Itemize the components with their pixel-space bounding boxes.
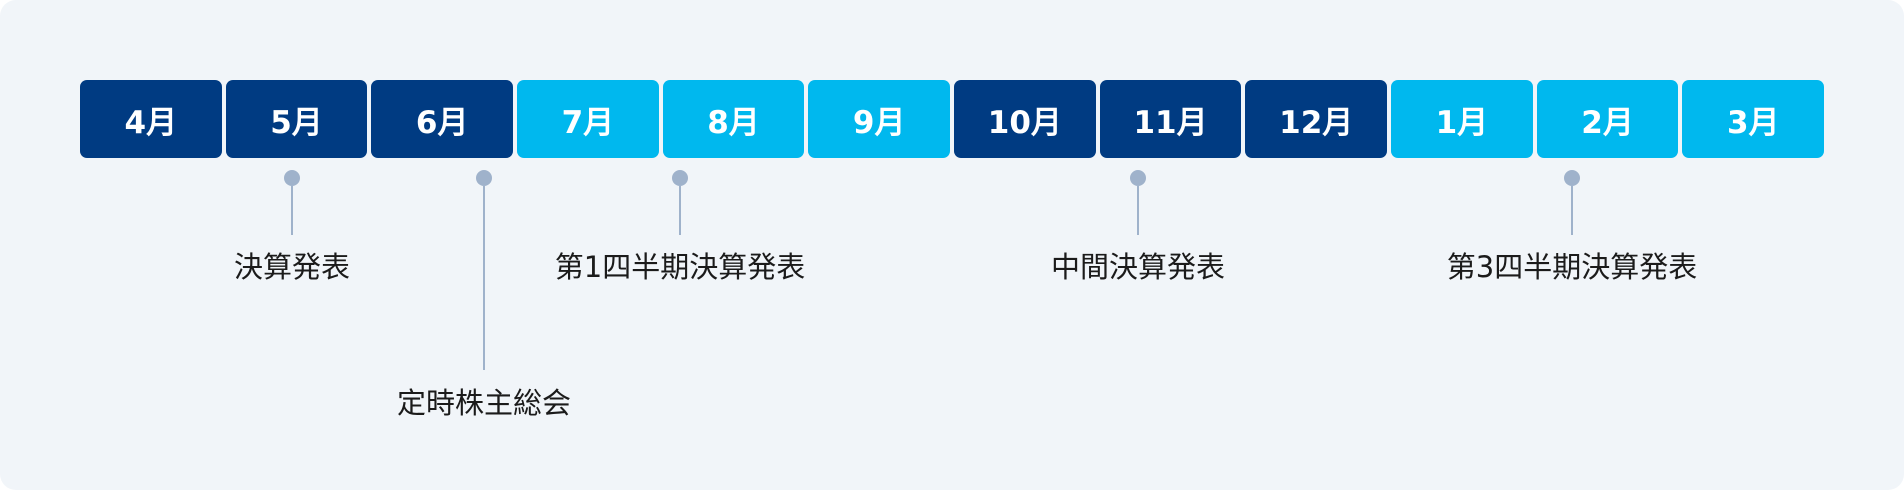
- month-cell-mar: 3月: [1682, 80, 1825, 158]
- month-cell-aug: 8月: [662, 80, 805, 158]
- event-label: 決算発表: [233, 250, 351, 284]
- event-marker-dot: [1564, 170, 1580, 186]
- month-cell-jun: 6月: [371, 80, 514, 158]
- event-connector-line: [1571, 186, 1573, 235]
- month-bar: 4月 5月 6月 7月 8月 9月 10月 11月 12月 1月 2月 3月: [80, 80, 1825, 158]
- month-cell-apr: 4月: [80, 80, 222, 158]
- event-connector-line: [483, 186, 485, 370]
- event-connector-line: [679, 186, 681, 235]
- month-cell-dec: 12月: [1245, 80, 1388, 158]
- event-connector-line: [291, 186, 293, 235]
- month-cell-jan: 1月: [1391, 80, 1533, 158]
- month-cell-nov: 11月: [1099, 80, 1242, 158]
- month-cell-feb: 2月: [1536, 80, 1679, 158]
- event-marker-dot: [672, 170, 688, 186]
- event-marker-dot: [476, 170, 492, 186]
- event-label: 中間決算発表: [1050, 250, 1226, 284]
- event-label: 第3四半期決算発表: [1446, 250, 1698, 284]
- month-cell-jul: 7月: [517, 80, 659, 158]
- event-connector-line: [1137, 186, 1139, 235]
- event-label: 定時株主総会: [396, 386, 572, 420]
- month-cell-may: 5月: [225, 80, 368, 158]
- event-label: 第1四半期決算発表: [554, 250, 806, 284]
- month-cell-sep: 9月: [808, 80, 951, 158]
- event-marker-dot: [284, 170, 300, 186]
- event-marker-dot: [1130, 170, 1146, 186]
- month-cell-oct: 10月: [954, 80, 1096, 158]
